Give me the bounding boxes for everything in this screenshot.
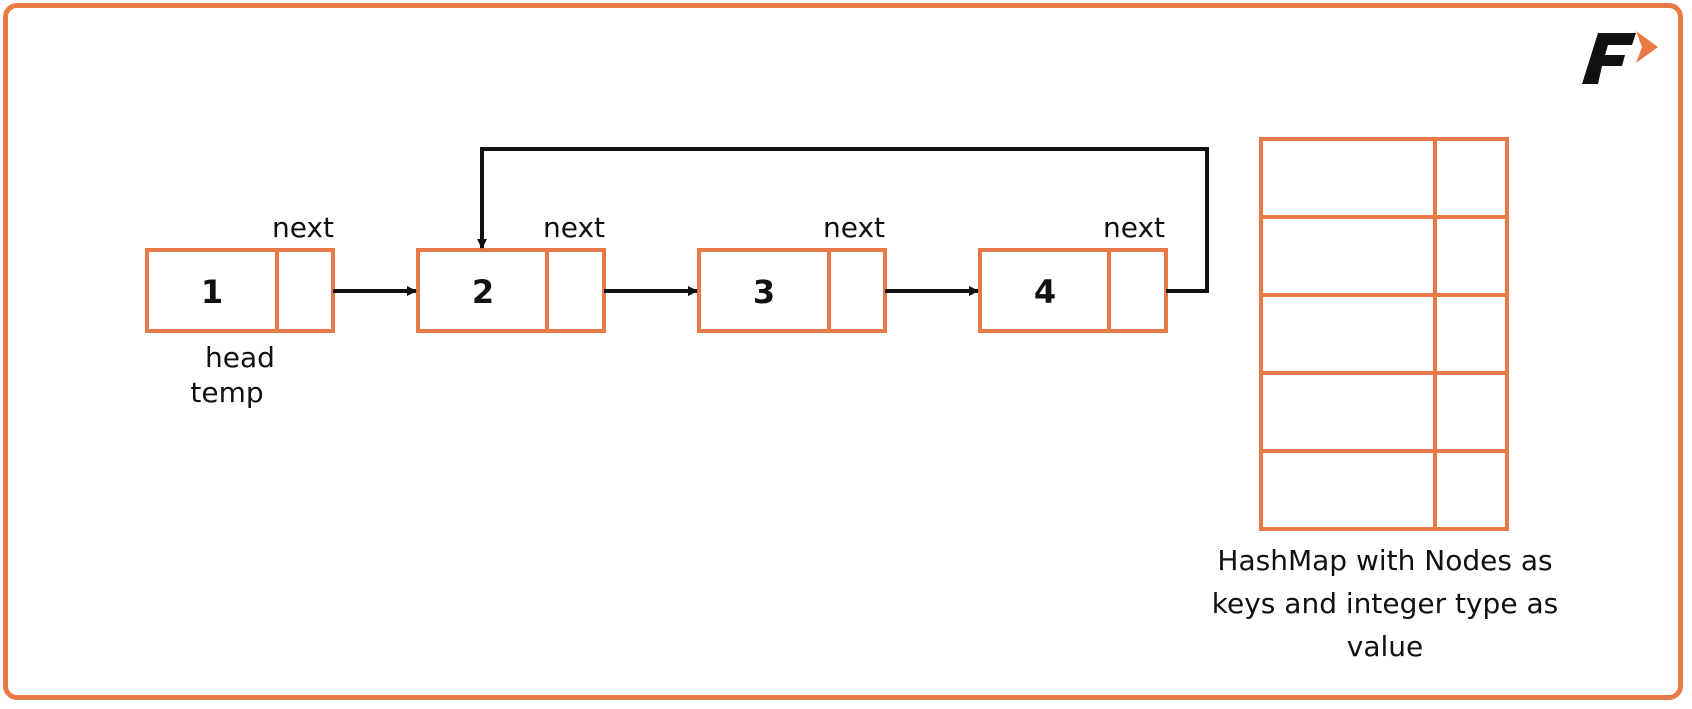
logo-icon [1582, 31, 1658, 84]
list-node: 2 next [416, 211, 606, 333]
next-label: next [1103, 211, 1165, 244]
hashmap-caption-line: value [1347, 630, 1423, 663]
cycle-arrow [477, 147, 1209, 293]
list-node: 3 next [697, 211, 887, 333]
list-node: 4 next [978, 211, 1168, 333]
next-label: next [272, 211, 334, 244]
list-node: 1 next [145, 211, 335, 333]
hashmap-table [1259, 137, 1509, 531]
node-value: 1 [201, 273, 223, 311]
next-label: next [823, 211, 885, 244]
next-label: next [543, 211, 605, 244]
node-value: 3 [753, 273, 775, 311]
node-value: 4 [1034, 273, 1056, 311]
hashmap-caption-line: keys and integer type as [1212, 587, 1558, 620]
diagram-frame [3, 3, 1683, 700]
temp-label: temp [190, 376, 263, 409]
node-value: 2 [472, 273, 494, 311]
hashmap-caption-line: HashMap with Nodes as [1217, 544, 1552, 577]
head-label: head [205, 341, 275, 374]
